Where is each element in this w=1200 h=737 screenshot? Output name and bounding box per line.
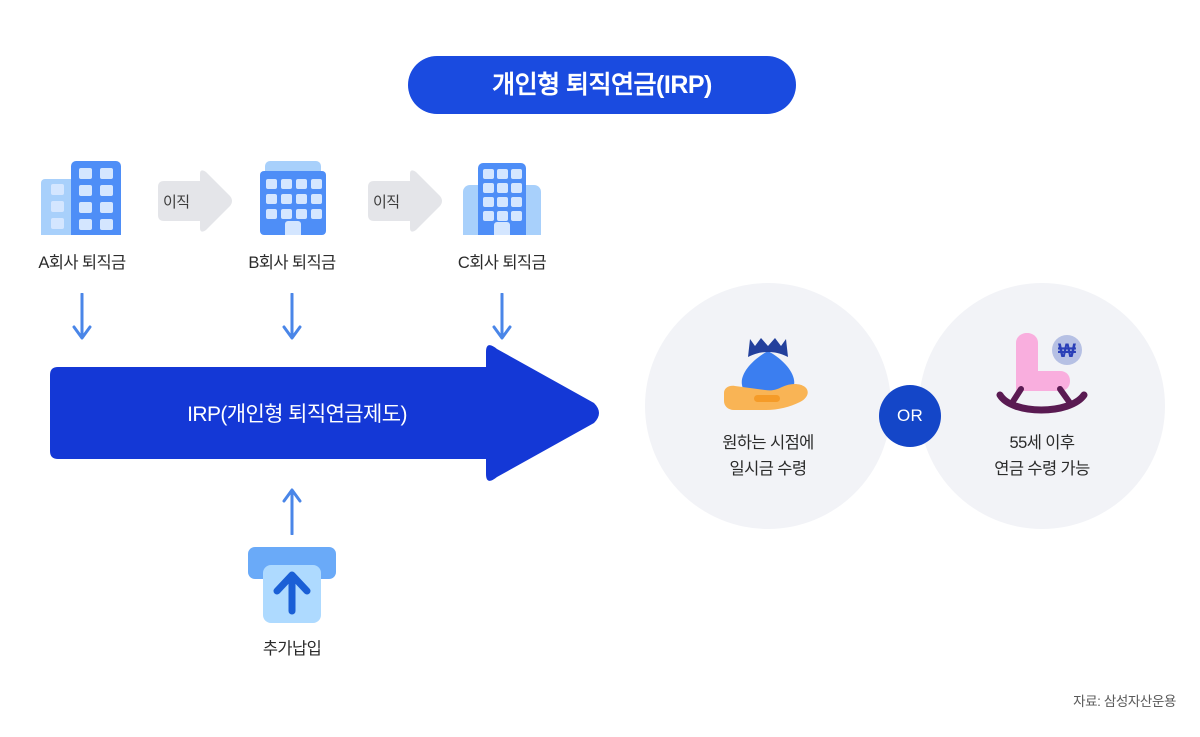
company-c-label: C회사 퇴직금 (457, 254, 547, 272)
deposit-label: 추가납입 (262, 640, 322, 658)
transfer-arrow-label-2: 이직 (373, 193, 400, 211)
won-currency-badge (1052, 335, 1082, 365)
page-title-pill: 개인형 퇴직연금(IRP) (408, 56, 796, 114)
or-connector-label: OR (896, 406, 924, 425)
company-group-a: A회사 퇴직금 (0, 155, 167, 273)
won-currency-icon: ₩ (1058, 341, 1076, 362)
transfer-arrow-label-1: 이직 (163, 193, 190, 211)
building-c-icon (417, 155, 587, 235)
down-arrow-icon-3 (491, 292, 513, 341)
building-b-icon (207, 155, 377, 235)
option-annuity-label: 55세 이후 연금 수령 가능 (994, 434, 1090, 478)
building-a-icon (0, 155, 167, 235)
source-note: 자료: 삼성자산운용 (1073, 694, 1176, 709)
down-arrow-icon-1 (71, 292, 93, 341)
company-b-label: B회사 퇴직금 (248, 254, 336, 272)
or-connector-badge: OR (879, 385, 941, 447)
rocking-chair-icon: ₩ (994, 333, 1090, 415)
option-lump-sum-label: 원하는 시점에 일시금 수령 (722, 434, 814, 478)
page-title: 개인형 퇴직연금(IRP) (492, 70, 712, 99)
right-arrow-icon (50, 345, 599, 481)
option-lump-sum: 원하는 시점에 일시금 수령 (645, 283, 891, 529)
deposit-up-icon (247, 547, 337, 623)
transfer-arrow-icon-1: 이직 (152, 168, 234, 234)
down-arrow-icon-2 (281, 292, 303, 341)
company-a-label: A회사 퇴직금 (38, 254, 126, 272)
company-group-b: B회사 퇴직금 (207, 155, 377, 273)
irp-flow-label: IRP(개인형 퇴직연금제도) (187, 403, 407, 426)
transfer-arrow-icon-2: 이직 (362, 168, 444, 234)
money-bag-in-hand-icon (720, 333, 816, 415)
option-circle-annuity-bg (919, 283, 1165, 529)
irp-flow-arrow: IRP(개인형 퇴직연금제도) (42, 343, 602, 483)
up-arrow-icon (281, 487, 303, 536)
company-group-c: C회사 퇴직금 (417, 155, 587, 273)
option-annuity: ₩ 55세 이후 연금 수령 가능 (919, 283, 1165, 529)
